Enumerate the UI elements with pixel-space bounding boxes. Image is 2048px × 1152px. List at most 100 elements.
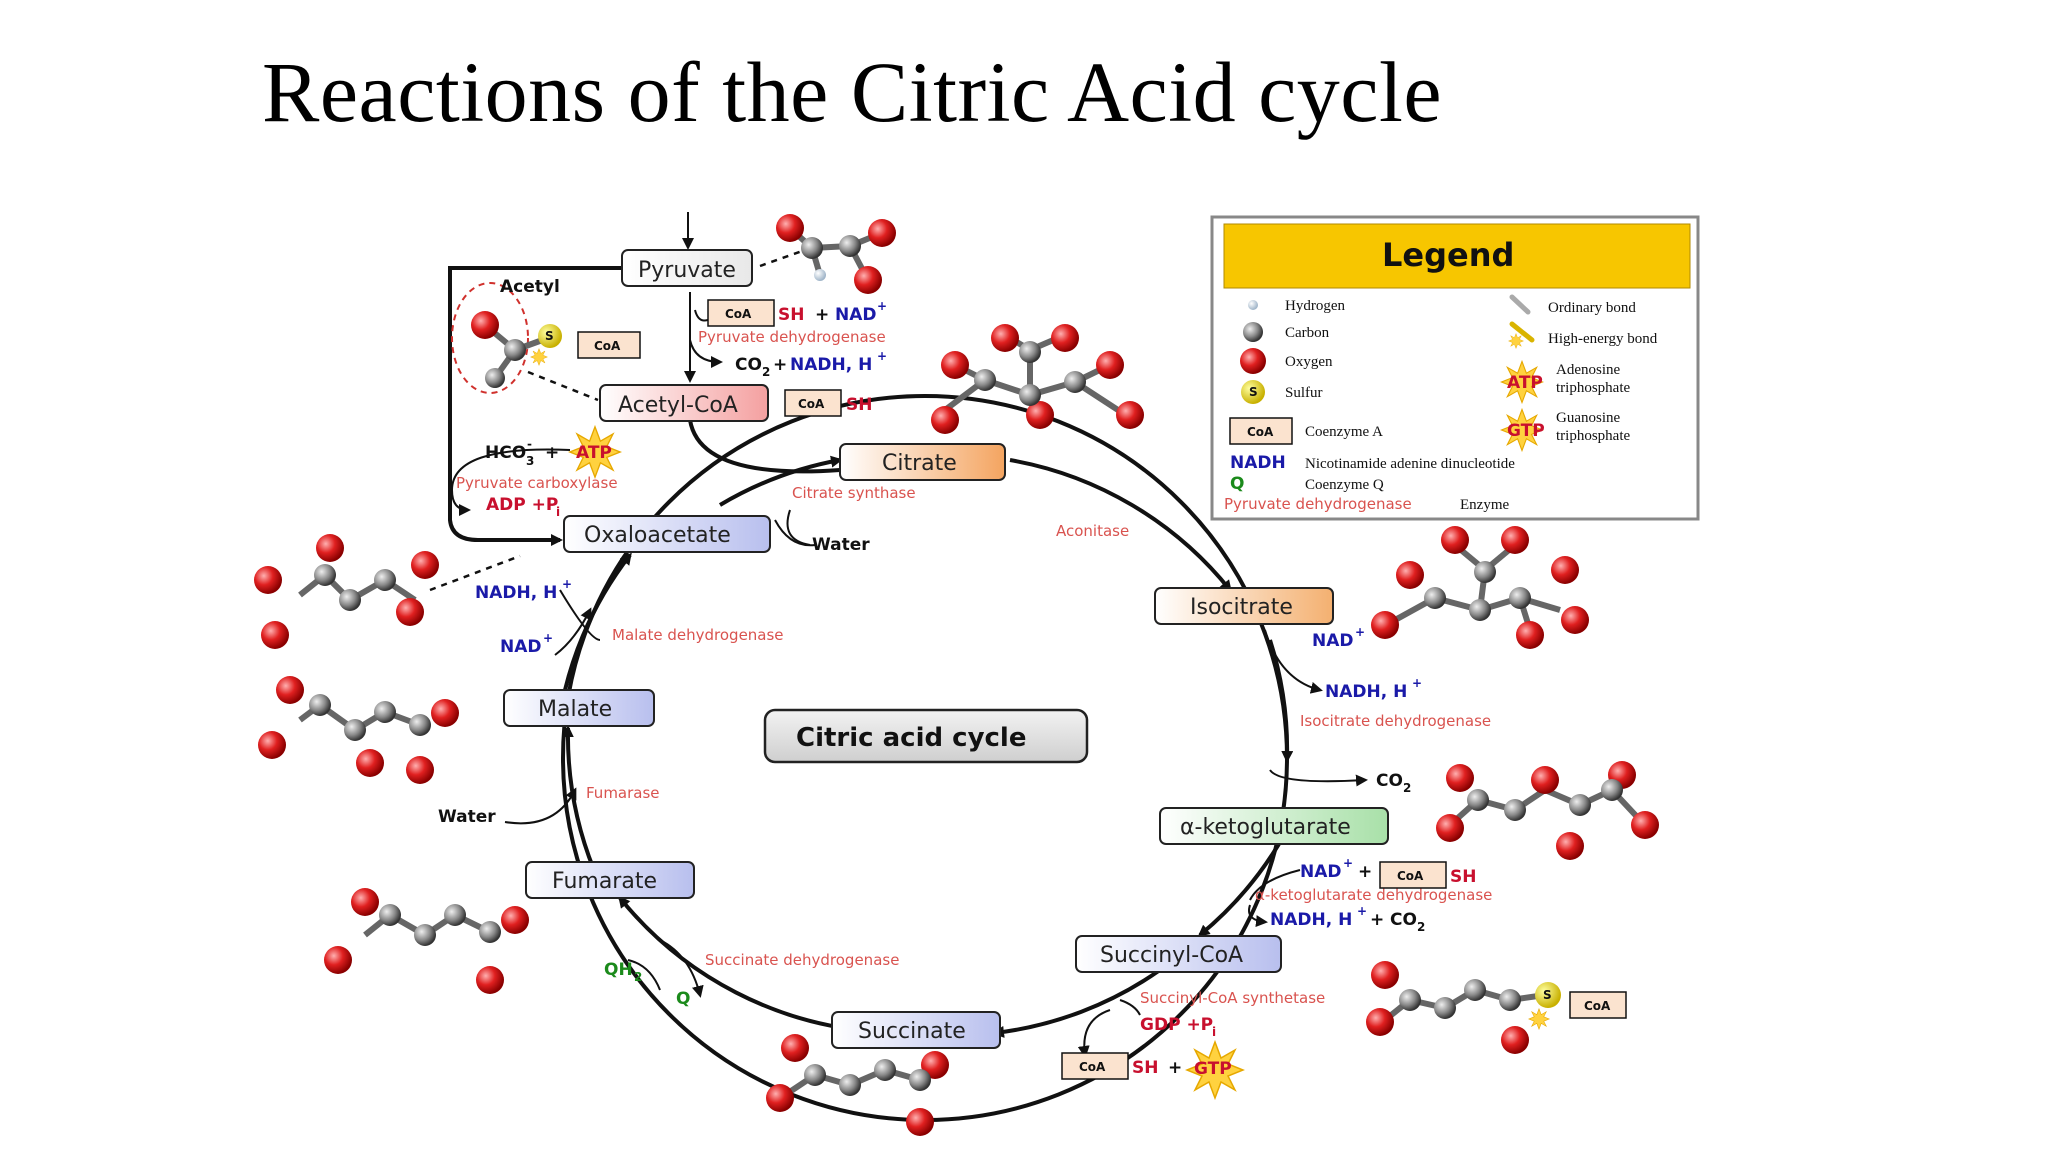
isocitrate-molecule <box>1371 526 1589 649</box>
akgdh-nadh: NADH, H <box>1270 910 1352 930</box>
cs-water: Water <box>812 535 870 555</box>
legend-high-energy: High-energy bond <box>1548 331 1658 347</box>
acetyl-sulfur-label: S <box>545 329 554 343</box>
idh-cofactors: NAD + NADH, H + CO 2 <box>1312 625 1422 795</box>
pdh-plus: + <box>815 305 829 325</box>
isocitrate-box[interactable] <box>1154 587 1334 625</box>
oxaloacetate-box[interactable] <box>563 515 771 553</box>
sdh-q: Q <box>676 989 690 1009</box>
mdh-nadh: NADH, H <box>475 583 557 603</box>
legend-atp-desc2: triphosphate <box>1556 380 1630 396</box>
legend-nadh: NADH <box>1230 453 1286 473</box>
succinyl-coa-molecule: S CoA <box>1366 961 1627 1054</box>
enzyme-pc: Pyruvate carboxylase <box>456 474 618 492</box>
pyruvate-box[interactable] <box>621 249 753 287</box>
enzyme-fumarase: Fumarase <box>586 784 660 802</box>
sdh-cofactors: QH 2 Q <box>604 960 690 1009</box>
acetyl-label: Acetyl <box>500 277 560 297</box>
enzyme-aconitase: Aconitase <box>1056 522 1129 540</box>
akgdh-nad-sup: + <box>1343 856 1353 870</box>
legend-gtp-desc: Guanosine <box>1556 410 1620 426</box>
scs-sh: SH <box>1132 1058 1158 1078</box>
akgdh-nadh-sup: + <box>1357 904 1367 918</box>
idh-nadh-sup: + <box>1412 676 1422 690</box>
center-label-box <box>763 708 1089 764</box>
legend-enzyme-example: Pyruvate dehydrogenase <box>1224 495 1412 513</box>
legend-carbon: Carbon <box>1285 325 1330 341</box>
side-reaction-lines <box>447 212 1368 1058</box>
isocitrate-label: Isocitrate <box>1190 595 1293 620</box>
legend-coa: Coenzyme A <box>1305 424 1383 440</box>
idh-co2: CO <box>1376 771 1403 791</box>
acetyl-coa-box[interactable] <box>599 384 769 422</box>
pdh-cofactors: CoA SH + NAD + CO 2 + NADH, H + CoA SH <box>707 299 887 417</box>
scs-pi-sub: i <box>1212 1025 1216 1039</box>
legend-sulfur-s: S <box>1249 385 1258 399</box>
legend: Legend Hydrogen Carbon Oxygen S Sulfur C… <box>1210 215 1700 521</box>
legend-enzyme-word: Enzyme <box>1460 497 1509 513</box>
pdh-sh: SH <box>778 305 804 325</box>
akgdh-co2-sub: 2 <box>1417 920 1425 934</box>
metabolite-boxes: Pyruvate Acetyl-CoA Citrate Isocitrate α… <box>503 249 1389 1049</box>
succinate-box[interactable] <box>831 1011 1001 1049</box>
akg-box[interactable] <box>1159 807 1389 845</box>
pc-plus: + <box>545 443 559 463</box>
pc-hco3-sup: - <box>527 437 532 451</box>
fumarate-molecule <box>324 888 529 994</box>
legend-atp-desc: Adenosine <box>1556 362 1620 378</box>
succinate-label: Succinate <box>858 1019 966 1044</box>
legend-gtp-desc2: triphosphate <box>1556 428 1630 444</box>
pdh-nadh-sup: + <box>877 349 887 363</box>
akgdh-plus2: + <box>1370 910 1384 930</box>
scs-gdp: GDP +P <box>1140 1015 1213 1035</box>
akgdh-nad: NAD <box>1300 862 1342 882</box>
mdh-nad: NAD <box>500 637 542 657</box>
center-label: Citric acid cycle <box>796 723 1026 753</box>
enzyme-sdh: Succinate dehydrogenase <box>705 951 899 969</box>
legend-ordinary: Ordinary bond <box>1548 300 1636 316</box>
idh-nadh: NADH, H <box>1325 682 1407 702</box>
akgdh-sh: SH <box>1450 867 1476 887</box>
mdh-nadh-sup: + <box>562 577 572 591</box>
acetylcoa-coa: CoA <box>798 397 825 411</box>
legend-q: Q <box>1230 474 1244 494</box>
legend-oxygen: Oxygen <box>1285 354 1333 370</box>
malate-box[interactable] <box>503 689 655 727</box>
legend-coa-box: CoA <box>1247 425 1274 439</box>
oxaloacetate-label: Oxaloacetate <box>584 523 731 548</box>
pdh-nad-sup: + <box>877 299 887 313</box>
citrate-box[interactable] <box>839 443 1006 481</box>
akgdh-co2: CO <box>1390 910 1417 930</box>
succinyl-coa-label: Succinyl-CoA <box>1100 943 1243 968</box>
sdh-qh2-sub: 2 <box>634 970 642 984</box>
legend-sulfur: Sulfur <box>1285 385 1323 401</box>
succinyl-coa-coa-label: CoA <box>1584 999 1611 1013</box>
succinate-molecule <box>766 1034 949 1136</box>
acetyl-coa-box-label: Acetyl-CoA <box>618 393 738 418</box>
legend-title: Legend <box>1382 236 1514 274</box>
pc-atp: ATP <box>576 443 612 463</box>
pc-hco3: HCO <box>485 443 526 463</box>
pdh-co2: CO <box>735 355 762 375</box>
scs-cofactors: GDP +P i CoA SH + GTP <box>1061 1015 1244 1099</box>
pc-hco3-sub: 3 <box>526 454 534 468</box>
legend-gtp: GTP <box>1507 421 1545 441</box>
akgdh-cofactors: NAD + + CoA SH NADH, H + + CO 2 <box>1270 856 1476 934</box>
pyruvate-molecule <box>776 214 896 294</box>
pdh-plus2: + <box>773 355 787 375</box>
legend-nadh-desc: Nicotinamide adenine dinucleotide <box>1305 456 1515 472</box>
enzyme-idh: Isocitrate dehydrogenase <box>1300 712 1491 730</box>
scs-plus: + <box>1168 1058 1182 1078</box>
enzyme-scs: Succinyl-CoA synthetase <box>1140 989 1325 1007</box>
slide-title: Reactions of the Citric Acid cycle <box>262 44 1443 140</box>
succinyl-coa-box[interactable] <box>1075 935 1282 973</box>
akgdh-coa: CoA <box>1397 869 1424 883</box>
fumarase-water: Water <box>438 807 496 827</box>
legend-hydrogen: Hydrogen <box>1285 298 1345 314</box>
malate-molecule <box>258 676 459 784</box>
fumarate-label: Fumarate <box>552 869 657 894</box>
fumarate-box[interactable] <box>525 861 695 899</box>
enzyme-akgdh: α-ketoglutarate dehydrogenase <box>1255 886 1492 904</box>
enzyme-citrate-synthase: Citrate synthase <box>792 484 916 502</box>
